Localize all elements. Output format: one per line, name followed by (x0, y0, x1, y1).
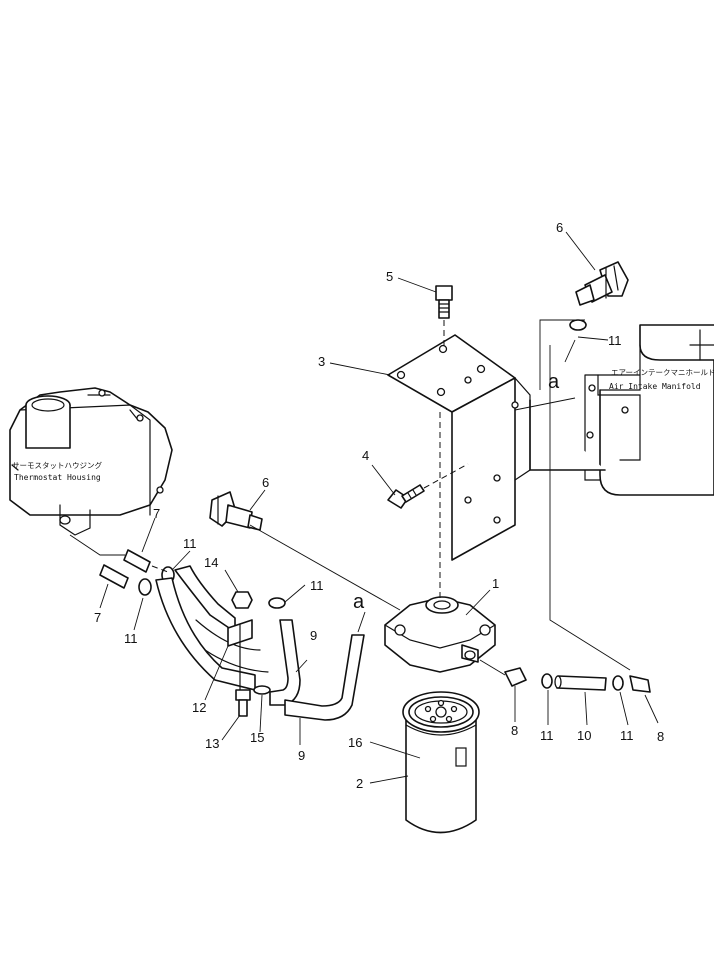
callout-6-right: 6 (556, 220, 563, 235)
callout-3: 3 (318, 354, 325, 369)
connection-mark-a-lower: a (353, 591, 365, 613)
callout-7-lower: 7 (94, 610, 101, 625)
bracket (387, 334, 531, 561)
thermostat-housing (9, 387, 173, 536)
callout-11-hose-right: 11 (620, 728, 634, 743)
callout-7-upper: 7 (153, 506, 160, 521)
callout-9-lower: 9 (298, 748, 305, 763)
callout-14: 14 (204, 555, 218, 570)
callout-13: 13 (205, 736, 219, 751)
callout-5: 5 (386, 269, 393, 284)
filter-head (384, 596, 496, 673)
callout-16: 16 (348, 735, 362, 750)
connection-mark-a-upper: a (548, 371, 560, 393)
thermostat-housing-label-jp: サーモスタットハウジング (12, 460, 102, 470)
callout-8-right: 8 (657, 729, 664, 744)
connector-8 (504, 667, 651, 693)
air-intake-manifold (529, 324, 714, 496)
callout-15: 15 (250, 730, 264, 745)
tube-9 (155, 565, 365, 721)
bolt-5 (435, 285, 453, 319)
callout-11-upper-left: 11 (183, 536, 197, 551)
callout-4: 4 (362, 448, 369, 463)
thermostat-housing-label-en: Thermostat Housing (14, 473, 101, 482)
callout-11-intake: 11 (608, 333, 622, 348)
callout-leaders (99, 231, 659, 784)
sensor-6-right (575, 261, 629, 306)
bolt-4 (387, 484, 425, 509)
air-intake-manifold-label-en: Air Intake Manifold (609, 382, 701, 391)
elbow-fitting (99, 549, 151, 589)
nut-14 (231, 591, 253, 609)
hose-10 (554, 675, 607, 691)
callout-8-left: 8 (511, 723, 518, 738)
filter-cartridge (402, 691, 480, 834)
callout-2: 2 (356, 776, 363, 791)
callout-11-hose-left: 11 (540, 728, 554, 743)
callout-6-left: 6 (262, 475, 269, 490)
callout-11-middle: 11 (310, 578, 324, 593)
callout-12: 12 (192, 700, 206, 715)
bolt-13 (235, 689, 251, 717)
clip-12 (227, 619, 253, 691)
callout-1: 1 (492, 576, 499, 591)
sensor-6-left (209, 491, 263, 531)
spacer-15 (253, 685, 271, 695)
callout-11-lower-left: 11 (124, 631, 138, 646)
air-intake-manifold-label-jp: エアーインテークマニホールド (611, 368, 714, 377)
callout-9-upper: 9 (310, 628, 317, 643)
callout-10: 10 (577, 728, 591, 743)
